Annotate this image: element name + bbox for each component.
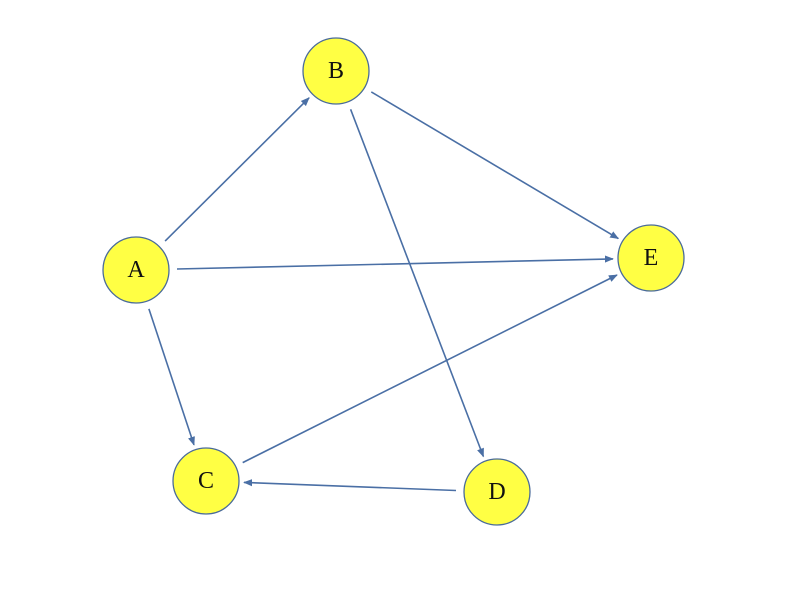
- node-circle: [617, 224, 685, 292]
- nodes-layer: A B C D E: [102, 37, 685, 526]
- node-label: E: [644, 245, 659, 271]
- edge-d-c: [243, 479, 457, 492]
- node-label: B: [328, 58, 344, 84]
- node-a: A: [102, 236, 170, 304]
- edges-layer: [148, 91, 620, 492]
- node-circle: [102, 236, 170, 304]
- node-c: C: [172, 447, 240, 515]
- node-label: D: [488, 479, 505, 505]
- node-circle: [463, 458, 531, 526]
- node-d: D: [463, 458, 531, 526]
- edge-b-e: [370, 91, 620, 240]
- node-circle: [302, 37, 370, 105]
- edge-a-b: [164, 97, 310, 242]
- edge-c-e: [242, 274, 618, 464]
- edge-a-e: [176, 255, 614, 270]
- node-circle: [172, 447, 240, 515]
- node-label: A: [127, 257, 145, 283]
- edge-b-d: [349, 109, 485, 458]
- edge-a-c: [148, 308, 195, 446]
- node-b: B: [302, 37, 370, 105]
- node-e: E: [617, 224, 685, 292]
- node-label: C: [198, 468, 214, 494]
